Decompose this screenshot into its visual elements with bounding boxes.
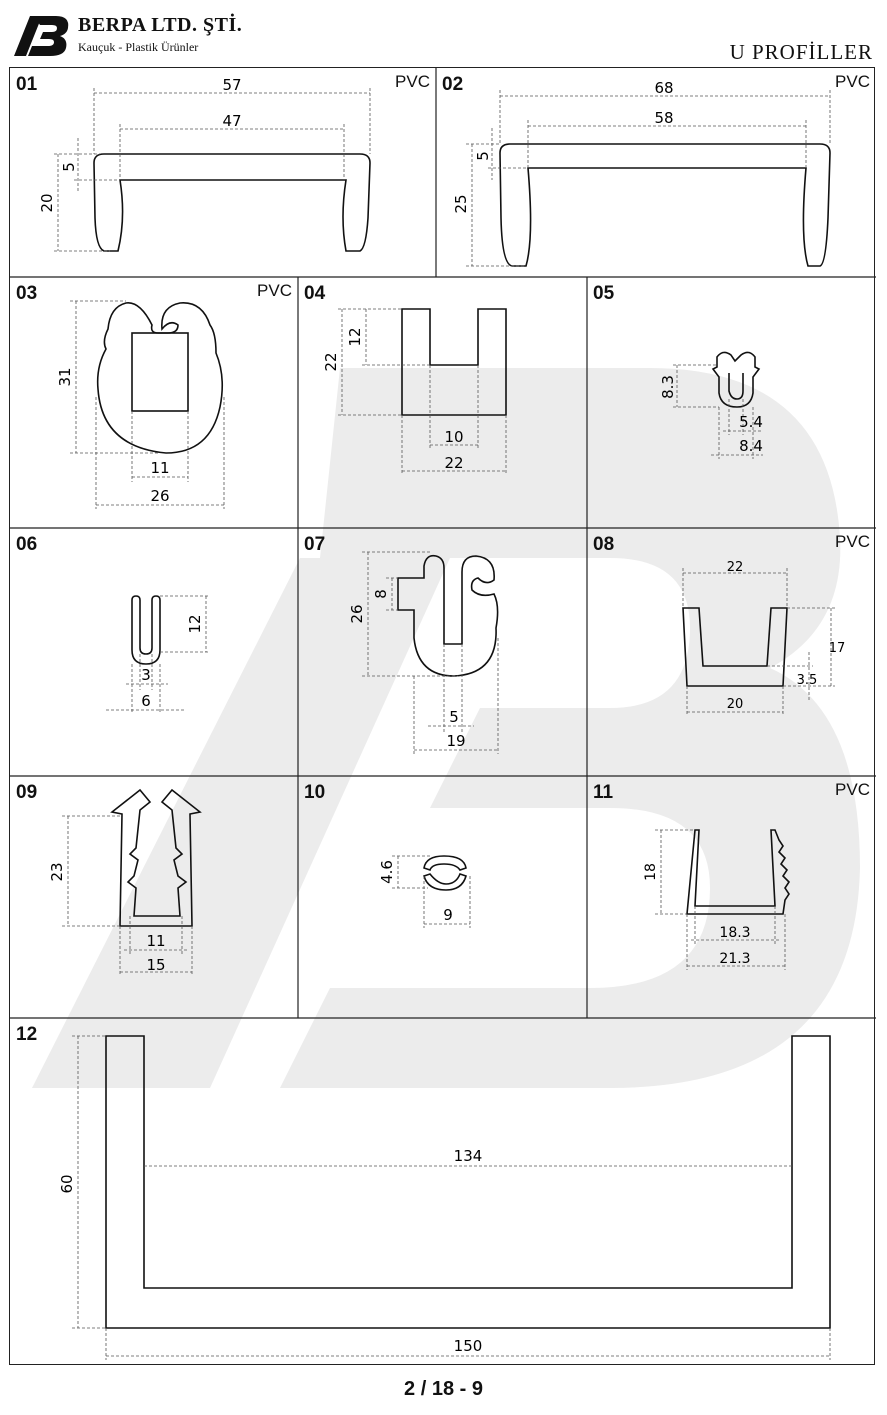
profile-drawing-01: 57 47 5 20 bbox=[38, 76, 371, 252]
dim-bottom-width: 20 bbox=[727, 697, 744, 712]
profile-drawing-07: 8 26 5 19 bbox=[348, 551, 499, 754]
page-number: 2 / 18 - 9 bbox=[404, 1378, 483, 1400]
profile-number: 12 bbox=[16, 1024, 38, 1045]
profile-cell-06: 06 12 3 6 bbox=[10, 528, 298, 776]
dim-width: 6 bbox=[141, 692, 151, 710]
dim-height: 8.3 bbox=[659, 375, 677, 399]
profile-number: 11 bbox=[593, 782, 614, 803]
dim-width-outer: 68 bbox=[654, 79, 673, 97]
dim-width: 21.3 bbox=[719, 951, 750, 967]
profile-drawing-08: 22 17 3.5 20 bbox=[682, 560, 846, 716]
profile-number: 06 bbox=[16, 534, 38, 555]
dim-width: 26 bbox=[150, 487, 169, 505]
dim-thickness: 5 bbox=[474, 151, 492, 161]
profile-number: 01 bbox=[16, 74, 38, 95]
grid-lines bbox=[10, 68, 876, 1019]
dim-width: 22 bbox=[444, 454, 463, 472]
profile-number: 02 bbox=[442, 74, 464, 95]
dim-height: 20 bbox=[38, 193, 56, 212]
profile-cell-07: 07 8 26 5 19 bbox=[298, 528, 587, 776]
company-logo bbox=[14, 16, 69, 56]
dim-width: 19 bbox=[446, 732, 465, 750]
profile-cell-11: 11 PVC 18 18.3 21.3 bbox=[587, 776, 876, 1018]
profile-drawing-12: 60 134 150 bbox=[58, 1035, 831, 1360]
profile-cell-09: 09 23 11 15 bbox=[10, 776, 298, 1018]
profile-cell-03: 03 PVC 31 11 26 bbox=[10, 277, 298, 528]
profile-drawing-09: 23 11 15 bbox=[48, 788, 202, 976]
material-label: PVC bbox=[395, 72, 430, 91]
company-tagline: Kauçuk - Plastik Ürünler bbox=[78, 40, 199, 54]
profile-drawing-06: 12 3 6 bbox=[106, 595, 210, 714]
dim-inner-width: 11 bbox=[146, 932, 165, 950]
dim-slot-width: 10 bbox=[444, 428, 463, 446]
profile-cell-02: 02 PVC 68 58 5 25 bbox=[436, 68, 876, 277]
profile-cell-12: 12 60 134 150 bbox=[10, 1018, 876, 1366]
dim-notch: 8 bbox=[372, 589, 390, 599]
profile-drawing-05: 8.3 5.4 8.4 bbox=[659, 351, 763, 459]
watermark-logo bbox=[32, 368, 860, 1088]
profile-number: 04 bbox=[304, 283, 326, 304]
profile-drawing-03: 31 11 26 bbox=[56, 300, 225, 509]
profile-drawing-04: 12 22 10 22 bbox=[322, 308, 507, 475]
profile-grid: 01 PVC 57 47 5 20 02 PVC bbox=[9, 67, 876, 1366]
material-label: PVC bbox=[835, 72, 870, 91]
dim-height: 23 bbox=[48, 862, 66, 881]
material-label: PVC bbox=[835, 780, 870, 799]
dim-width: 9 bbox=[443, 906, 453, 924]
dim-inner-width: 11 bbox=[150, 459, 169, 477]
profile-cell-04: 04 12 22 10 22 bbox=[298, 277, 587, 528]
category-title: U PROFİLLER bbox=[729, 40, 873, 64]
profile-cell-05: 05 8.3 5.4 8.4 bbox=[587, 277, 876, 528]
profile-drawing-02: 68 58 5 25 bbox=[452, 79, 831, 267]
dim-height: 17 bbox=[829, 641, 846, 656]
dim-thickness: 3.5 bbox=[797, 673, 818, 688]
dim-slot-depth: 12 bbox=[346, 327, 364, 346]
dim-height: 25 bbox=[452, 194, 470, 213]
company-name: BERPA LTD. ŞTİ. bbox=[78, 14, 243, 36]
profile-number: 03 bbox=[16, 283, 38, 304]
dim-width-inner: 58 bbox=[654, 109, 673, 127]
profile-cell-08: 08 PVC 22 17 3.5 20 bbox=[587, 528, 876, 776]
dim-height: 12 bbox=[186, 614, 204, 633]
profile-drawing-11: 18 18.3 21.3 bbox=[643, 829, 791, 970]
material-label: PVC bbox=[835, 532, 870, 551]
dim-width: 150 bbox=[454, 1337, 483, 1355]
dim-height: 4.6 bbox=[378, 860, 396, 884]
dim-height: 26 bbox=[348, 604, 366, 623]
dim-height: 18 bbox=[643, 863, 659, 881]
dim-inner-width: 18.3 bbox=[719, 925, 750, 941]
dim-thickness: 5 bbox=[60, 162, 78, 172]
dim-slot: 5 bbox=[449, 708, 459, 726]
dim-height: 22 bbox=[322, 352, 340, 371]
dim-height: 31 bbox=[56, 367, 74, 386]
dim-top-width: 22 bbox=[727, 560, 744, 575]
dim-height: 60 bbox=[58, 1174, 76, 1193]
profile-drawing-10: 4.6 9 bbox=[378, 855, 471, 928]
profile-cell-01: 01 PVC 57 47 5 20 bbox=[10, 68, 436, 277]
material-label: PVC bbox=[257, 281, 292, 300]
dim-width-outer: 57 bbox=[222, 76, 241, 94]
profile-number: 07 bbox=[304, 534, 326, 555]
profile-number: 08 bbox=[593, 534, 615, 555]
profile-number: 10 bbox=[304, 782, 326, 803]
dim-gap: 3 bbox=[141, 666, 151, 684]
dim-gap: 5.4 bbox=[739, 413, 763, 431]
profile-number: 09 bbox=[16, 782, 38, 803]
dim-width: 15 bbox=[146, 956, 165, 974]
dim-inner-width: 134 bbox=[454, 1147, 483, 1165]
profile-number: 05 bbox=[593, 283, 615, 304]
dim-width-inner: 47 bbox=[222, 112, 241, 130]
profile-cell-10: 10 4.6 9 bbox=[298, 776, 587, 1018]
dim-width: 8.4 bbox=[739, 437, 763, 455]
